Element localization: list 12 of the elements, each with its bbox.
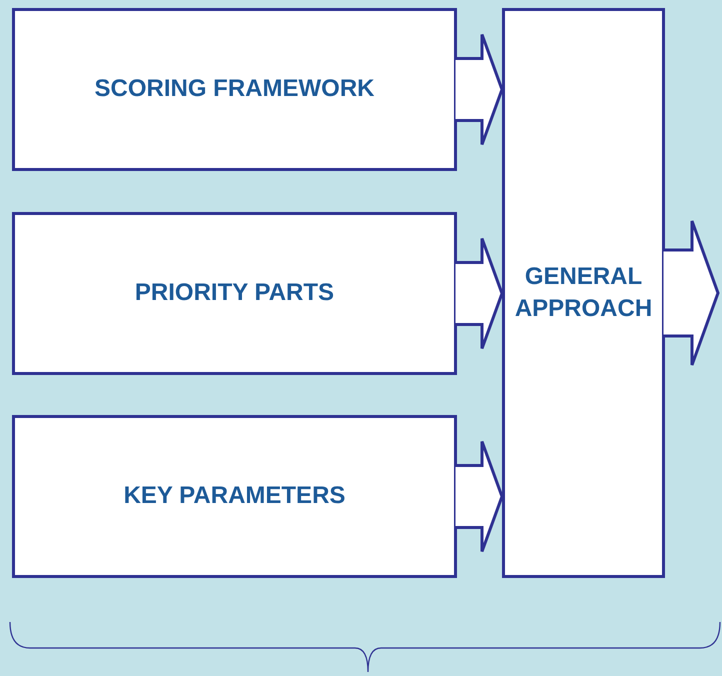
block-arrow [662,220,720,366]
block-arrow [454,440,504,553]
box-label: SCORING FRAMEWORK [94,74,374,104]
box-label: PRIORITY PARTS [134,278,334,308]
process-box [502,8,665,578]
process-box [12,415,457,578]
process-box [12,8,457,171]
box-label: KEY PARAMETERS [124,481,346,512]
block-arrow [454,237,504,350]
box-label: GENERAL APPROACH [514,262,654,324]
process-box [12,212,457,375]
block-arrow [454,33,504,146]
